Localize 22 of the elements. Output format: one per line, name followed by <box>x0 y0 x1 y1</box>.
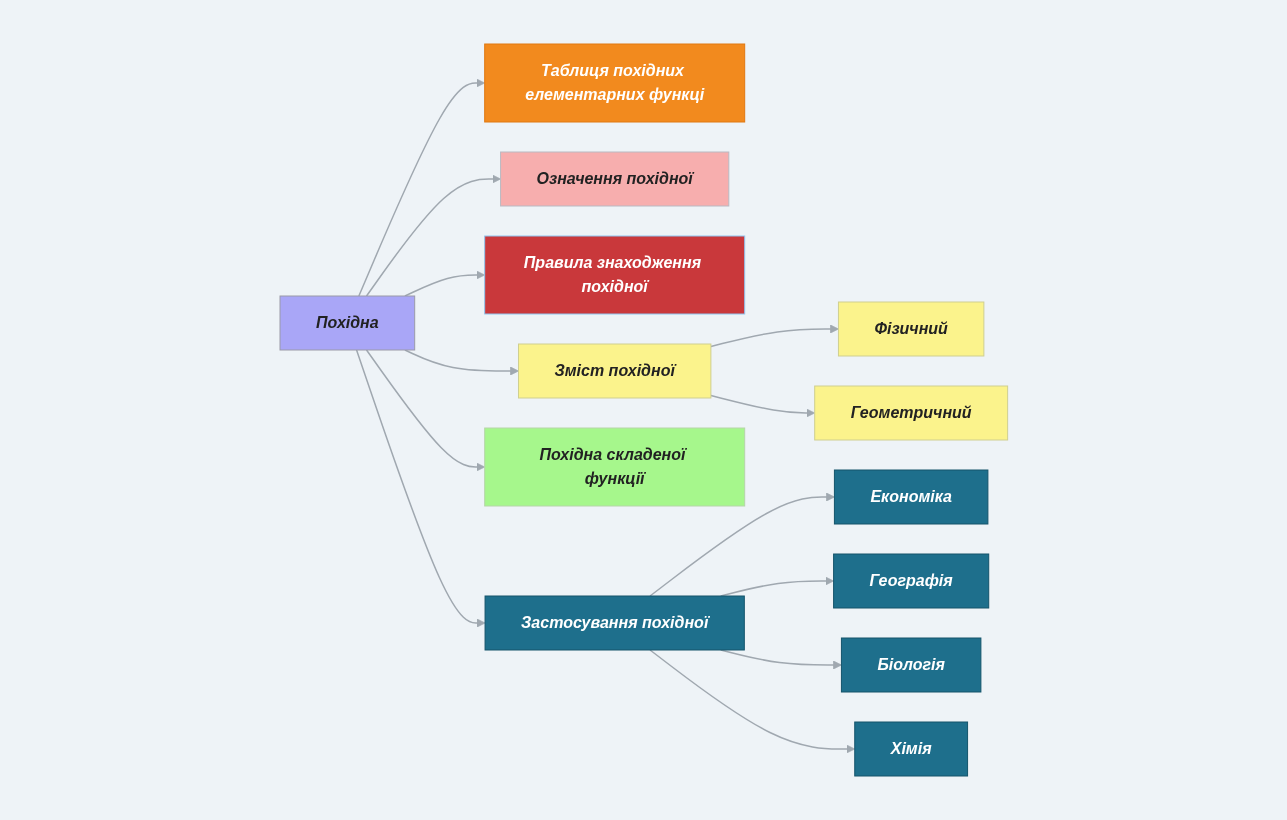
arrow <box>709 324 839 348</box>
node-box: Похідна складеної функції <box>483 427 745 507</box>
arrow <box>709 394 815 418</box>
arrow <box>403 270 485 297</box>
node-box: Означення похідної <box>499 151 729 207</box>
node-box: Біологія <box>840 637 982 693</box>
node-box: Економіка <box>833 469 989 525</box>
arrow <box>355 349 486 628</box>
node-box: Таблиця похідних елементарних функці <box>483 43 745 123</box>
arrow <box>365 349 485 472</box>
node-box: Географія <box>832 553 989 609</box>
node-box: Правила знаходження похідної <box>483 235 745 315</box>
arrow <box>649 492 835 597</box>
node-box: Хімія <box>853 721 968 777</box>
node-box: Геометричний <box>813 385 1008 441</box>
node-box: Фізичний <box>837 301 985 357</box>
arrow <box>365 174 501 297</box>
node-box: Застосування похідної <box>484 595 745 651</box>
node-box: Зміст похідної <box>517 343 712 399</box>
arrow <box>357 78 485 297</box>
node-box: Похідна <box>279 295 415 351</box>
arrow <box>649 649 855 754</box>
